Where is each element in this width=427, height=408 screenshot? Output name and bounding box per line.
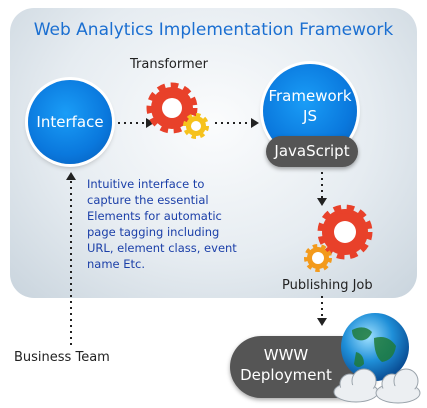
transformer-small-gear-icon [183,113,209,139]
description-line: name Etc. [87,257,146,271]
interface-node: Interface [28,80,112,164]
interface-description: Intuitive interface to capture the essen… [87,176,267,272]
description-line: Elements for automatic [87,209,222,223]
connector-javascript-to-publishing [317,172,327,206]
framework-js-label: JS [303,107,317,125]
interface-label: Interface [36,113,104,131]
cloud-icon [375,368,421,404]
connector-publishing-to-www [317,296,327,326]
description-line: URL, element class, event [87,241,237,255]
javascript-label: JavaScript [274,142,350,160]
publishing-gear-icon [317,204,373,260]
framework-label: Framework [268,87,352,105]
diagram-title: Web Analytics Implementation Framework [33,20,394,40]
description-line: capture the essential [87,193,209,207]
connector-transformer-to-framework [215,118,259,128]
connector-business-team [66,172,76,345]
description-line: page tagging including [87,225,220,239]
www-label: WWW [263,346,309,364]
publishing-small-gear-icon [304,244,332,272]
globe-icon [341,313,409,381]
cloud-icon [333,368,379,403]
deployment-label: Deployment [240,366,332,384]
javascript-pill: JavaScript [266,136,358,167]
publishing-job-label: Publishing Job [282,278,373,293]
business-team-label: Business Team [14,350,110,365]
connector-interface-to-transformer [118,118,154,128]
transformer-label: Transformer [130,57,209,72]
description-line: Intuitive interface to [87,177,205,191]
transformer-gear-icon [146,82,198,134]
